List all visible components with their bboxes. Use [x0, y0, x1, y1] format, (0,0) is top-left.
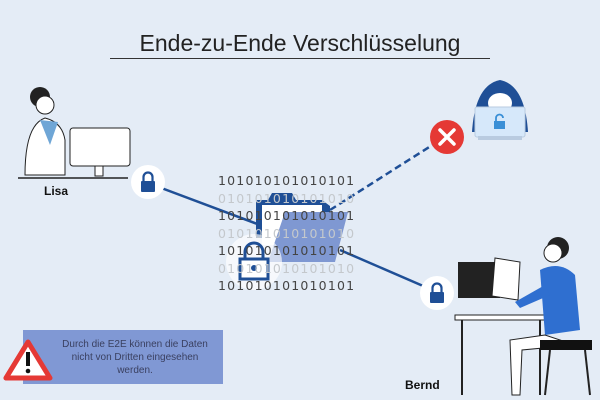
binary-row: 010101010101010 [218, 225, 356, 241]
lock-icon-bernd [420, 276, 454, 310]
encrypted-data-binary: 101010101010101 010101010101010 10101010… [218, 172, 355, 295]
diagram-title: Ende-zu-Ende Verschlüsselung [139, 30, 461, 56]
folder-icon [256, 193, 348, 262]
lock-icon-lisa [131, 165, 165, 199]
lock-icon-data [226, 234, 282, 290]
binary-row: 101010101010101 [218, 208, 356, 223]
connection-lisa-folder [147, 181, 261, 227]
bernd-figure [454, 237, 592, 396]
sender-label: Lisa [44, 184, 69, 198]
connection-folder-bernd [339, 248, 438, 294]
binary-row: 101010101010101 [218, 243, 356, 258]
binary-row: 010101010101010 [218, 260, 356, 276]
intercept-dashed-line [329, 135, 446, 212]
binary-row: 101010101010101 [218, 173, 356, 188]
binary-row: 101010101010101 [218, 278, 356, 293]
receiver-label: Bernd [405, 378, 440, 392]
info-note: Durch die E2E können die Daten nicht von… [23, 330, 223, 384]
title-underline [110, 58, 490, 59]
blocked-x-icon [430, 120, 464, 154]
lisa-figure [18, 87, 131, 179]
binary-row: 010101010101010 [218, 190, 356, 206]
hacker-figure [472, 80, 528, 140]
